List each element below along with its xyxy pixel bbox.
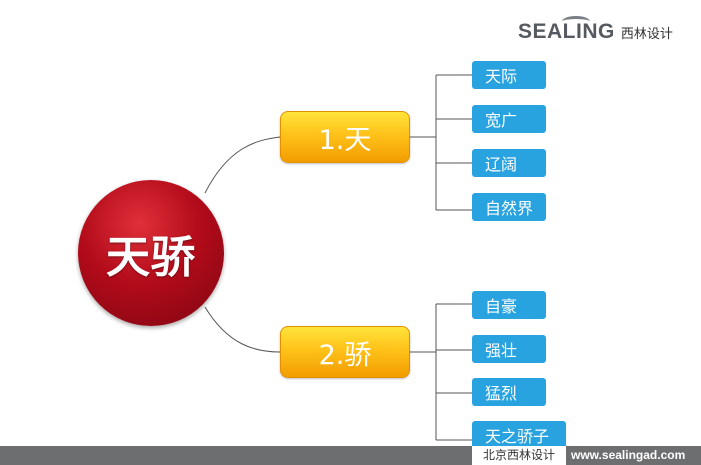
leaf-node: 宽广 — [472, 105, 546, 133]
leaf-label: 宽广 — [485, 111, 518, 130]
leaf-label: 辽阔 — [485, 155, 518, 174]
branch-node-2: 2.骄 — [280, 326, 410, 378]
footer-website-link[interactable]: www.sealingad.com — [571, 448, 686, 462]
leaf-node: 自然界 — [472, 193, 546, 221]
leaf-label: 自豪 — [485, 297, 518, 316]
central-topic-label: 天骄 — [106, 232, 196, 283]
footer-company-name: 北京西林设计 — [472, 446, 566, 465]
logo-wordmark: SEALING — [518, 20, 615, 43]
branch-1-bracket — [408, 74, 472, 211]
logo-chinese-name: 西林设计 — [620, 27, 673, 42]
leaf-node: 天际 — [472, 61, 546, 89]
leaf-label: 自然界 — [485, 199, 534, 218]
logo-swoosh-icon — [562, 16, 590, 27]
brand-logo: SEALING 西林设计 — [518, 16, 673, 44]
hub-to-branch-2-connector — [204, 306, 281, 353]
leaf-node: 猛烈 — [472, 378, 546, 406]
leaf-label: 天之骄子 — [485, 427, 550, 446]
leaf-label: 猛烈 — [485, 384, 518, 403]
hub-to-branch-1-connector — [204, 136, 281, 194]
branch-label: 1.天 — [318, 124, 372, 156]
footer-bar: 北京西林设计 www.sealingad.com — [0, 446, 701, 465]
leaf-node: 自豪 — [472, 291, 546, 319]
leaf-label: 天际 — [485, 67, 518, 86]
central-topic-node: 天骄 — [78, 180, 224, 326]
leaf-node: 辽阔 — [472, 149, 546, 177]
branch-label: 2.骄 — [318, 339, 372, 371]
leaf-node: 天之骄子 — [472, 421, 566, 449]
leaf-node: 强壮 — [472, 335, 546, 363]
branch-node-1: 1.天 — [280, 111, 410, 163]
leaf-label: 强壮 — [485, 341, 518, 360]
branch-2-bracket — [408, 303, 472, 441]
